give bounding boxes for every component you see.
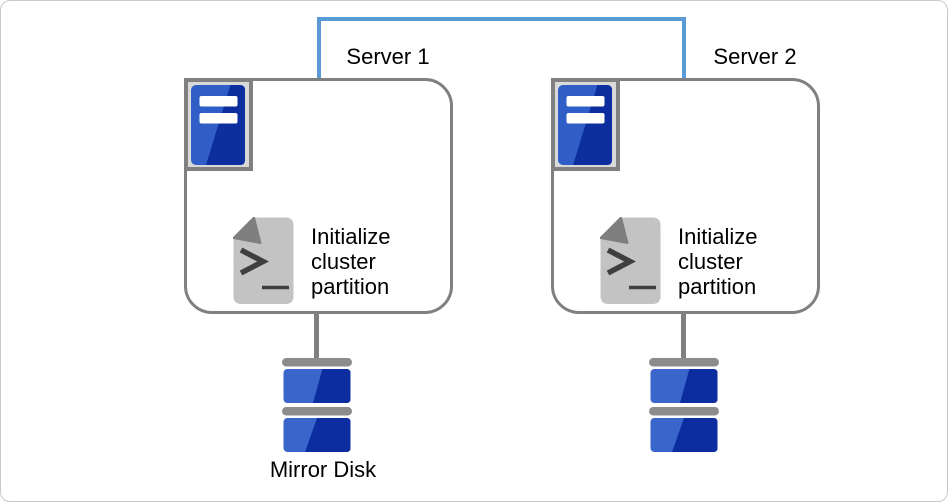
shell-script-icon [232, 216, 294, 310]
script-caption: Initialize cluster partition [311, 224, 390, 299]
server1-box [184, 78, 453, 314]
disk-stack-icon [649, 358, 719, 458]
script-caption-line: partition [678, 274, 757, 299]
disk-connector-line [314, 312, 319, 359]
server2-box [551, 78, 820, 314]
server2-label: Server 2 [713, 44, 797, 69]
shell-script-icon [599, 216, 661, 310]
script-caption-line: partition [311, 274, 390, 299]
interconnect-line [317, 17, 686, 79]
server-tower-icon [184, 78, 253, 176]
server-tower-icon [551, 78, 620, 176]
script-caption: Initialize cluster partition [678, 224, 757, 299]
script-caption-line: cluster [311, 249, 376, 274]
disk-connector-line [681, 312, 686, 359]
script-caption-line: Initialize [678, 224, 758, 249]
mirror-disk-label: Mirror Disk [269, 457, 377, 482]
disk-stack-icon [282, 358, 352, 458]
script-caption-line: cluster [678, 249, 743, 274]
script-caption-line: Initialize [311, 224, 391, 249]
